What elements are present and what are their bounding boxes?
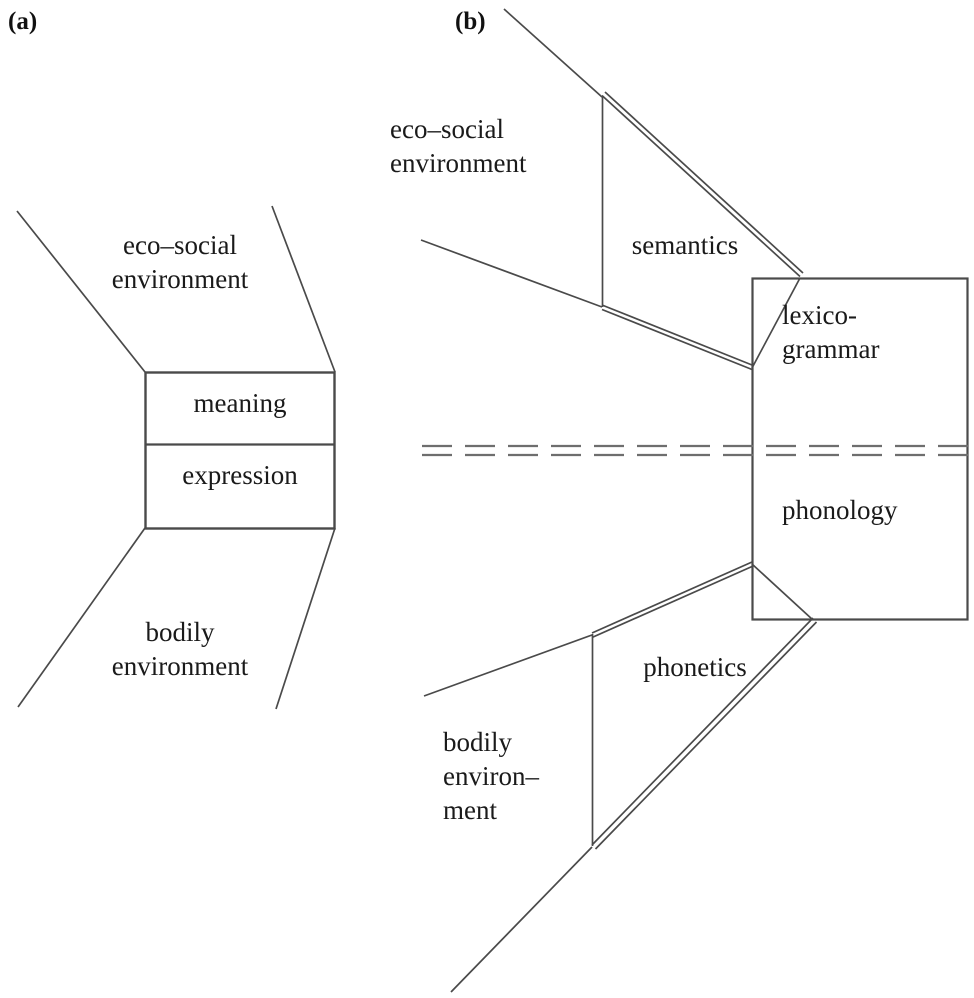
panel-b-phonology-phonetics-interface [751, 563, 814, 621]
panel-b-box [751, 277, 969, 621]
panel-b-eco-lower-ray [420, 239, 603, 308]
panel-b-phonetics-upper-edge-outer [591, 561, 753, 634]
panel-b-semantics-label: semantics [631, 230, 739, 260]
panel-a-bodily-environment-label: bodily environment [111, 617, 249, 681]
panel-b-eco-upper-ray [503, 8, 603, 98]
panel-b-phonetics-label: phonetics [643, 652, 747, 682]
panel-a-box [144, 371, 336, 530]
panel-b-semantics-lexicogrammar-interface [751, 277, 801, 369]
panel-b-bodily-lower-ray [450, 846, 593, 993]
panel-b-content-expression-boundary [422, 444, 968, 457]
panel-b-geometry [420, 8, 969, 993]
panel-b-phonetics-upper-edge-inner [591, 565, 753, 639]
panel-b-semantics-upper-edge-inner [604, 91, 804, 274]
panel-a-bodily-right-ray [275, 527, 336, 710]
panel-b-lexicogrammar-label: lexico- grammar [782, 300, 880, 364]
panel-b-bodily-upper-ray [423, 634, 593, 697]
panel-b-phonetics-lower-edge-outer [591, 617, 814, 846]
panel-a-eco-left-ray [16, 210, 146, 373]
panel-b-semantics-upper-edge-outer [601, 94, 801, 278]
panel-b-semantics-lower-edge-outer [601, 304, 753, 366]
panel-b-bodily-environment-label: bodily environ– ment [443, 727, 539, 825]
panel-a-geometry [16, 205, 336, 710]
panel-b-phonology-label: phonology [782, 495, 898, 525]
panel-a-bodily-left-ray [17, 527, 146, 708]
panel-a-label: (a) [8, 8, 38, 35]
panel-a-meaning-label: meaning [193, 388, 287, 418]
panel-a-expression-label: expression [182, 460, 298, 490]
panel-a-eco-right-ray [271, 205, 336, 373]
panel-b-eco-social-environment-label: eco–social environment [390, 114, 527, 178]
panel-b-semantics-lower-edge-inner [601, 308, 753, 371]
panel-b-label: (b) [455, 8, 486, 35]
panel-a-eco-social-environment-label: eco–social environment [111, 230, 249, 294]
panel-b-phonetics-lower-edge-inner [594, 621, 818, 850]
